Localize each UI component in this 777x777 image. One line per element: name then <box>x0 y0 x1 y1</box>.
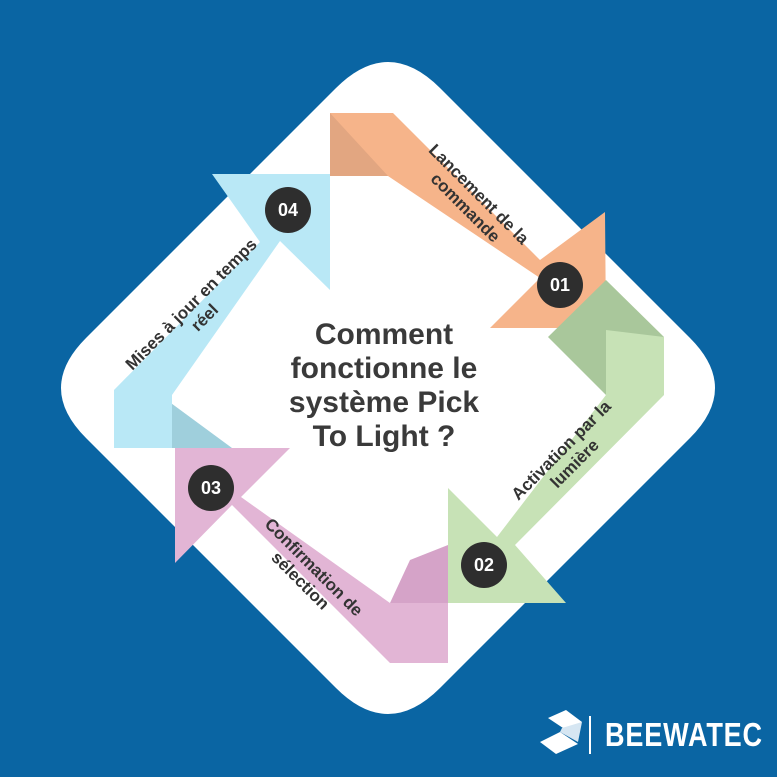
diamond-card <box>61 62 715 714</box>
step-2-number-badge: 02 <box>461 542 507 588</box>
title-line: système Pick <box>288 386 480 419</box>
step-3-arrow <box>175 448 448 663</box>
brand-separator <box>589 716 591 754</box>
diagram-title: Comment fonctionne le système Pick To Li… <box>268 318 500 454</box>
title-line: fonctionne le <box>290 352 478 385</box>
step-1-number-badge: 01 <box>537 262 583 308</box>
step-3-fold <box>390 545 448 603</box>
title-line: Comment <box>314 318 454 351</box>
step-4-number-badge: 04 <box>265 187 311 233</box>
step-3-number-badge: 03 <box>188 465 234 511</box>
step-1-arrow <box>330 113 606 328</box>
title-line: To Light ? <box>312 420 456 453</box>
step-2-arrow <box>448 330 664 603</box>
step-4-arrow <box>114 174 330 448</box>
beewatec-logo-icon <box>540 710 582 754</box>
brand-name: BEEWATEC <box>605 716 763 753</box>
